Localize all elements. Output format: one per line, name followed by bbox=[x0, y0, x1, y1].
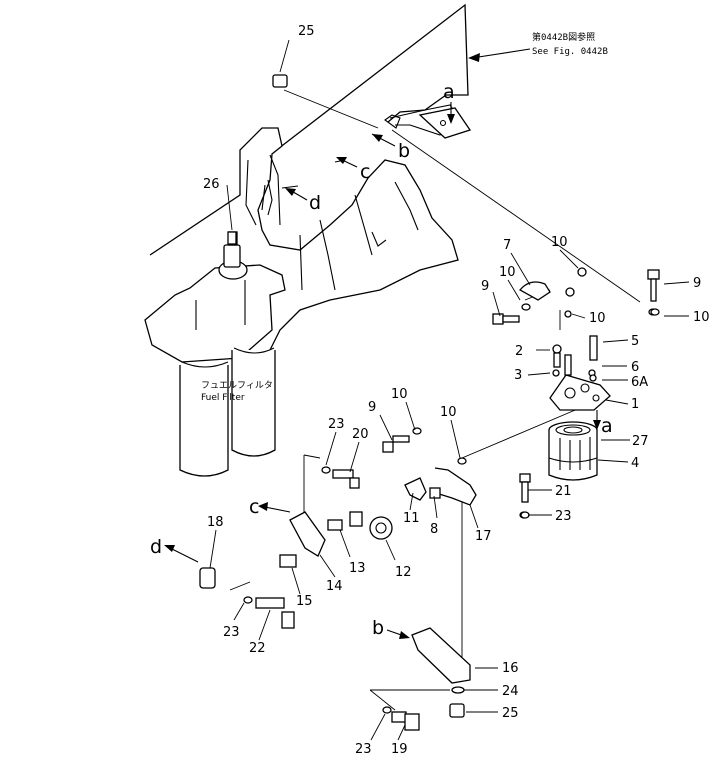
callout-numbers: 25 26 7 10 10 9 9 10 10 2 5 3 6 6A 1 27 … bbox=[203, 24, 710, 757]
fuel-filter-label-jp: フュエルフィルタ bbox=[201, 380, 273, 391]
callout-10-b: 10 bbox=[499, 265, 516, 280]
callout-1: 1 bbox=[631, 397, 639, 412]
callout-13: 13 bbox=[349, 561, 366, 576]
callout-23-c: 23 bbox=[223, 625, 240, 640]
hardware-items bbox=[199, 74, 660, 731]
callout-23-d: 23 bbox=[355, 742, 372, 757]
callout-9-a: 9 bbox=[481, 279, 489, 294]
callout-10-f: 10 bbox=[440, 405, 457, 420]
callout-17: 17 bbox=[475, 529, 492, 544]
callout-10-d: 10 bbox=[589, 311, 606, 326]
callout-25-bottom: 25 bbox=[502, 706, 519, 721]
letter-d-left: d bbox=[150, 536, 162, 558]
callout-2: 2 bbox=[515, 344, 523, 359]
letter-c-top: c bbox=[360, 161, 370, 183]
callout-6: 6 bbox=[631, 360, 639, 375]
callout-25-top: 25 bbox=[298, 24, 315, 39]
callout-21: 21 bbox=[555, 484, 572, 499]
letter-a-mid: a bbox=[601, 415, 613, 437]
svg-text:See Fig. 0442B: See Fig. 0442B bbox=[532, 47, 608, 57]
reference-letters: a b c d a c d b bbox=[150, 81, 613, 639]
callout-11: 11 bbox=[403, 511, 420, 526]
callout-12: 12 bbox=[395, 565, 412, 580]
callout-3: 3 bbox=[514, 368, 522, 383]
callout-20: 20 bbox=[352, 427, 369, 442]
callout-18: 18 bbox=[207, 515, 224, 530]
letter-d-top: d bbox=[309, 192, 321, 214]
callout-23-a: 23 bbox=[328, 417, 345, 432]
fuel-filter-assembly: フュエルフィルタ Fuel Filter bbox=[144, 231, 286, 477]
callout-5: 5 bbox=[631, 334, 639, 349]
callout-19: 19 bbox=[391, 742, 408, 757]
svg-text:第0442B図参照: 第0442B図参照 bbox=[532, 31, 595, 43]
callout-4: 4 bbox=[631, 456, 639, 471]
callout-24: 24 bbox=[502, 684, 519, 699]
callout-10-e: 10 bbox=[391, 387, 408, 402]
engine-bracket-plate bbox=[269, 3, 472, 156]
letter-c-left: c bbox=[249, 496, 259, 518]
leader-lines bbox=[209, 39, 690, 741]
see-figure-note: 第0442B図参照 See Fig. 0442B bbox=[468, 31, 608, 62]
filter-cartridge bbox=[548, 421, 598, 481]
callout-8: 8 bbox=[430, 522, 438, 537]
callout-9-c: 9 bbox=[368, 400, 376, 415]
callout-27: 27 bbox=[632, 434, 649, 449]
callout-14: 14 bbox=[326, 579, 343, 594]
letter-b-top: b bbox=[398, 140, 410, 162]
callout-22: 22 bbox=[249, 641, 266, 656]
callout-10-c: 10 bbox=[693, 310, 710, 325]
callout-7: 7 bbox=[503, 238, 511, 253]
filter-head-assembly bbox=[518, 267, 611, 411]
callout-26: 26 bbox=[203, 177, 220, 192]
fuel-filter-label-en: Fuel Filter bbox=[201, 393, 245, 403]
letter-a-top: a bbox=[443, 81, 455, 103]
callout-16: 16 bbox=[502, 661, 519, 676]
callout-15: 15 bbox=[296, 594, 313, 609]
callout-23-b: 23 bbox=[555, 509, 572, 524]
callout-6a: 6A bbox=[631, 375, 648, 390]
letter-b-bottom: b bbox=[372, 617, 384, 639]
callout-9-b: 9 bbox=[693, 276, 701, 291]
callout-10-a: 10 bbox=[551, 235, 568, 250]
